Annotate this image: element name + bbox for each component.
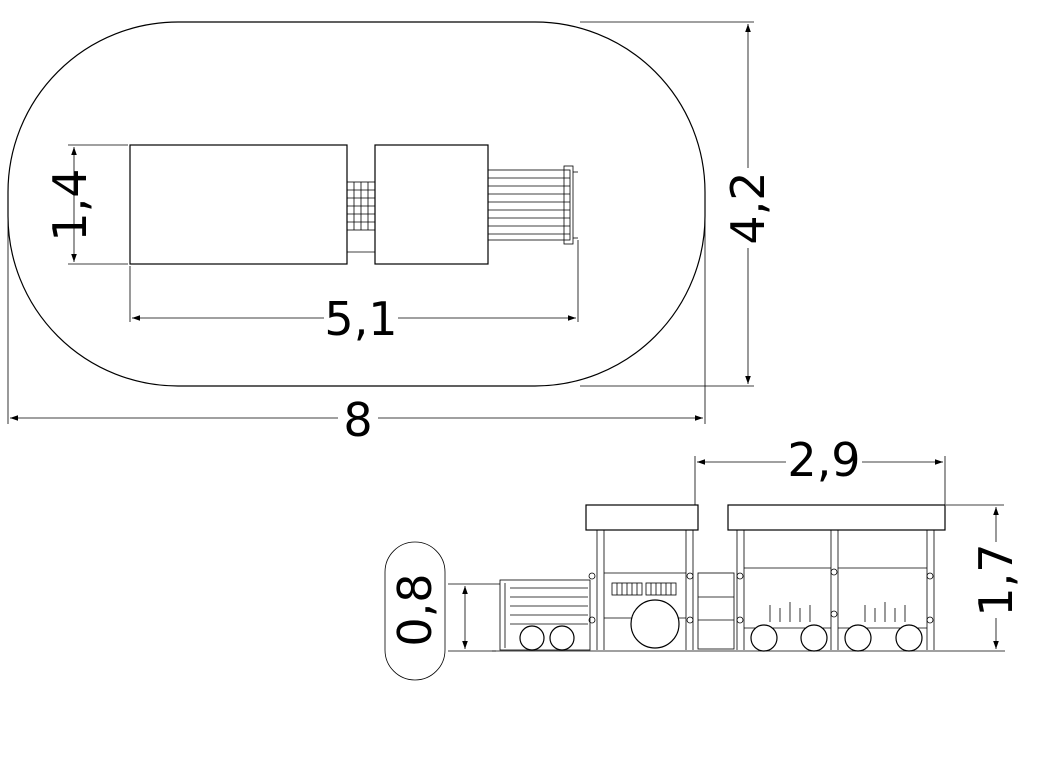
wagon-top-2 xyxy=(374,144,489,265)
dimension-overall-length: 8 xyxy=(7,210,706,447)
front-wagon xyxy=(727,504,946,652)
dimension-equipment-width: 1,4 xyxy=(43,144,128,265)
connector-grid xyxy=(346,181,376,253)
dim-label-4-2: 4,2 xyxy=(721,171,775,244)
dimension-overall-height: 1,7 xyxy=(946,504,1023,649)
dimension-equipment-length: 5,1 xyxy=(129,240,579,346)
top-view: 1,4 5,1 8 4,2 xyxy=(7,21,775,447)
dim-label-5-1: 5,1 xyxy=(324,292,397,346)
dim-label-0-8: 0,8 xyxy=(388,573,442,646)
safety-area-outline xyxy=(7,21,706,387)
dim-label-1-4: 1,4 xyxy=(43,168,97,241)
side-view: 2,9 1,7 0,8 xyxy=(384,433,1023,681)
dimension-platform-height: 0,8 xyxy=(384,541,500,681)
dim-label-8: 8 xyxy=(343,393,372,447)
dim-label-1-7: 1,7 xyxy=(969,543,1023,616)
dimension-roof-span: 2,9 xyxy=(694,433,946,505)
front-grille xyxy=(487,165,578,245)
middle-wagon xyxy=(585,504,699,650)
rear-wagon xyxy=(499,579,591,651)
dim-label-2-9: 2,9 xyxy=(787,433,860,487)
dimension-overall-width: 4,2 xyxy=(580,21,775,387)
callout-capsule xyxy=(384,541,446,681)
coupling xyxy=(697,572,735,650)
wagon-top-1 xyxy=(129,144,348,265)
